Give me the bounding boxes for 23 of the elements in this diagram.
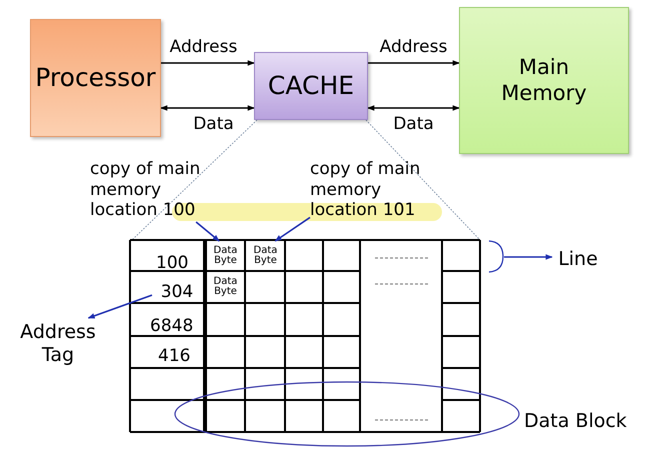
data-block-text: Data Block (524, 410, 627, 432)
arrow (504, 254, 553, 260)
data-byte-cell: Data Byte (207, 272, 244, 301)
data-byte-cell: Data Byte (247, 241, 284, 270)
arrow (161, 60, 255, 66)
table-cell: 416 (158, 346, 190, 366)
processor-box: Processor (30, 19, 161, 137)
table-cell: 100 (156, 253, 188, 273)
annotation-text: copy of main memory location 101 (310, 158, 442, 222)
arrow (88, 294, 152, 319)
address-tag-value: 304 (152, 281, 202, 303)
main-memory-box: Main Memory (459, 7, 629, 154)
arrow (367, 105, 460, 111)
arrow (368, 60, 460, 66)
table-cell: 6848 (150, 316, 194, 336)
cache-box: CACHE (254, 52, 368, 120)
line-text: Line (552, 246, 604, 272)
annotation-text: copy of main memory location 100 (90, 158, 222, 222)
arrow (160, 105, 255, 111)
bracket (488, 240, 504, 273)
arrow (196, 221, 220, 242)
data-byte-cell: Data Byte (207, 241, 244, 270)
address-tag-text: Address Tag (8, 318, 108, 370)
